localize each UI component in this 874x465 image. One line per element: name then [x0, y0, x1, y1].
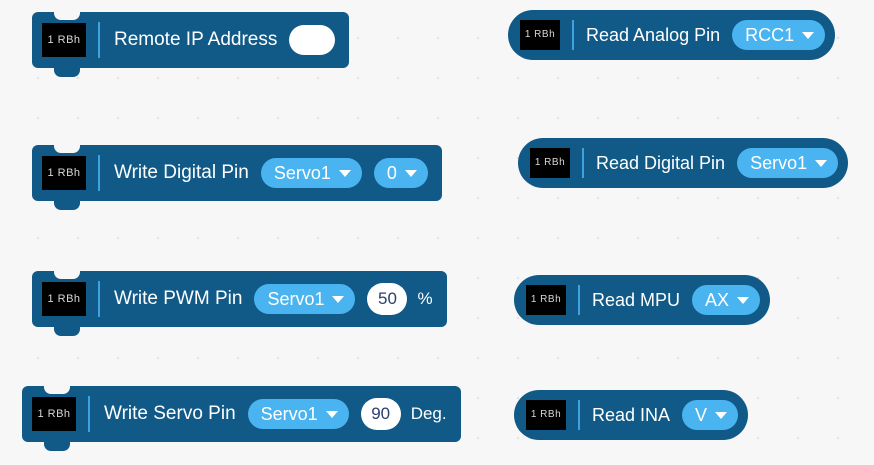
chevron-down-icon — [325, 410, 338, 418]
block-divider — [98, 22, 100, 58]
pwm-value-input[interactable]: 50 — [367, 283, 408, 315]
block-label: Read Analog Pin — [586, 24, 721, 45]
block-badge-icon: 1 RBh — [42, 23, 86, 57]
pin-dropdown[interactable]: Servo1 — [737, 148, 839, 178]
block-label: Read Digital Pin — [596, 152, 726, 173]
block-badge-icon: 1 RBh — [530, 148, 570, 178]
block-read-ina[interactable]: 1 RBh Read INA V — [514, 390, 749, 440]
block-write-digital-pin[interactable]: 1 RBh Write Digital Pin Servo1 0 — [32, 144, 442, 210]
value-dropdown-value: 0 — [386, 163, 397, 183]
pin-dropdown-value: Servo1 — [260, 404, 318, 424]
remote-ip-address-input[interactable] — [289, 25, 336, 55]
block-write-servo-pin[interactable]: 1 RBh Write Servo Pin Servo1 90 Deg. — [22, 385, 461, 451]
pin-dropdown[interactable]: Servo1 — [260, 158, 362, 188]
pin-dropdown[interactable]: Servo1 — [254, 284, 356, 314]
block-divider — [572, 20, 574, 50]
block-read-analog-pin[interactable]: 1 RBh Read Analog Pin RCC1 — [508, 10, 836, 60]
chevron-down-icon — [332, 295, 345, 303]
block-divider — [582, 148, 584, 178]
block-label: Write Servo Pin — [104, 403, 236, 424]
pin-dropdown[interactable]: V — [682, 400, 739, 430]
pwm-unit-label: % — [417, 289, 433, 308]
pin-dropdown-value: Servo1 — [267, 289, 325, 309]
block-write-pwm-pin[interactable]: 1 RBh Write PWM Pin Servo1 50 % — [32, 270, 447, 336]
pin-dropdown-value: Servo1 — [750, 153, 808, 173]
servo-angle-input[interactable]: 90 — [360, 398, 401, 430]
chevron-down-icon — [338, 169, 351, 177]
block-divider — [98, 281, 100, 317]
block-divider — [88, 396, 90, 432]
block-badge-icon: 1 RBh — [526, 285, 566, 315]
chevron-down-icon — [802, 31, 815, 39]
pin-dropdown-value: AX — [705, 290, 730, 310]
chevron-down-icon — [404, 169, 417, 177]
block-badge-icon: 1 RBh — [526, 400, 566, 430]
pin-dropdown[interactable]: Servo1 — [247, 399, 349, 429]
block-divider — [578, 285, 580, 315]
block-label: Read INA — [592, 404, 671, 425]
block-read-mpu[interactable]: 1 RBh Read MPU AX — [514, 275, 771, 325]
block-badge-icon: 1 RBh — [42, 282, 86, 316]
chevron-down-icon — [737, 296, 750, 304]
chevron-down-icon — [715, 411, 728, 419]
block-remote-ip-address[interactable]: 1 RBh Remote IP Address — [32, 11, 350, 77]
value-dropdown[interactable]: 0 — [373, 158, 428, 188]
block-read-digital-pin[interactable]: 1 RBh Read Digital Pin Servo1 — [518, 138, 849, 188]
pin-dropdown[interactable]: AX — [692, 285, 761, 315]
servo-unit-label: Deg. — [410, 404, 447, 423]
block-label: Remote IP Address — [114, 29, 278, 50]
block-divider — [98, 155, 100, 191]
block-label: Write PWM Pin — [114, 288, 243, 309]
block-badge-icon: 1 RBh — [520, 20, 560, 50]
block-divider — [578, 400, 580, 430]
pin-dropdown-value: RCC1 — [745, 25, 795, 45]
pin-dropdown-value: V — [695, 405, 708, 425]
pin-dropdown-value: Servo1 — [273, 163, 331, 183]
chevron-down-icon — [815, 159, 828, 167]
block-label: Read MPU — [592, 289, 681, 310]
block-badge-icon: 1 RBh — [42, 156, 86, 190]
block-badge-icon: 1 RBh — [32, 397, 76, 431]
block-label: Write Digital Pin — [114, 162, 249, 183]
pin-dropdown[interactable]: RCC1 — [732, 20, 826, 50]
